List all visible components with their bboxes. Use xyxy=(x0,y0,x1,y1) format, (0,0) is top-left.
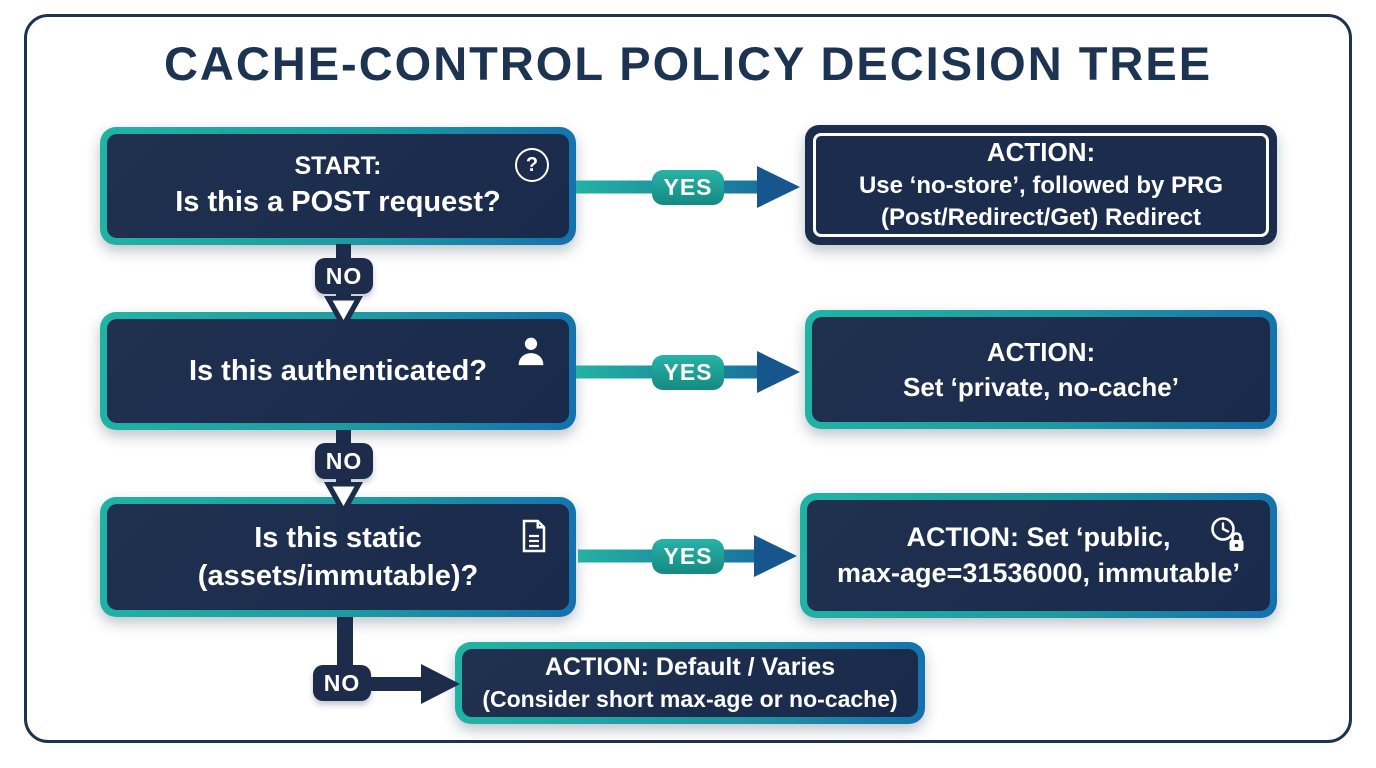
a3-prefix: ACTION: xyxy=(906,521,1019,552)
a1-prefix: ACTION: xyxy=(986,137,1096,168)
a1-line1: Use ‘no-store’, followed by PRG xyxy=(858,172,1224,200)
a2-line1: Set ‘private, no-cache’ xyxy=(903,371,1179,402)
node-a1-no-store: ACTION: Use ‘no-store’, followed by PRG … xyxy=(805,125,1277,245)
a4-line1: ACTION: Default / Varies xyxy=(545,651,835,684)
a3-line1-text: Set ‘public, xyxy=(1026,521,1171,552)
node-q2-authenticated: Is this authenticated? xyxy=(100,312,576,430)
node-a2-body: ACTION: Set ‘private, no-cache’ xyxy=(812,317,1270,422)
node-q3-static: Is this static (assets/immutable)? xyxy=(100,497,576,617)
person-icon xyxy=(513,333,549,375)
document-icon xyxy=(519,518,549,560)
a2-prefix: ACTION: xyxy=(986,337,1096,368)
a1-line2: (Post/Redirect/Get) Redirect xyxy=(880,204,1202,232)
q2-question: Is this authenticated? xyxy=(188,354,488,387)
q3-line1: Is this static xyxy=(254,521,422,554)
yes-badge-1: YES xyxy=(652,170,724,205)
node-a3-public-immutable: ACTION: Set ‘public, max-age=31536000, i… xyxy=(800,493,1277,618)
node-q2-body: Is this authenticated? xyxy=(107,319,569,423)
q1-question: Is this a POST request? xyxy=(175,186,501,219)
q1-prefix: START: xyxy=(294,152,382,181)
yes-badge-2: YES xyxy=(652,355,724,390)
node-q3-body: Is this static (assets/immutable)? xyxy=(107,504,569,610)
node-a2-private-no-cache: ACTION: Set ‘private, no-cache’ xyxy=(805,310,1277,429)
node-q1-post-request: START: Is this a POST request? ? xyxy=(100,127,576,245)
no-badge-1: NO xyxy=(315,258,373,294)
node-a4-default: ACTION: Default / Varies (Consider short… xyxy=(455,642,925,724)
q3-line2: (assets/immutable)? xyxy=(197,560,479,592)
no-badge-3: NO xyxy=(313,665,371,701)
yes-badge-3: YES xyxy=(652,539,724,574)
node-a3-body: ACTION: Set ‘public, max-age=31536000, i… xyxy=(807,500,1270,611)
a4-line1-text: Default / Varies xyxy=(655,653,836,682)
a4-prefix: ACTION: xyxy=(544,653,649,682)
node-q1-body: START: Is this a POST request? ? xyxy=(107,134,569,238)
question-mark-icon: ? xyxy=(515,148,549,182)
page-title: CACHE-CONTROL POLICY DECISION TREE xyxy=(163,37,1213,90)
clock-lock-icon xyxy=(1206,514,1250,564)
a3-line1: ACTION: Set ‘public, xyxy=(906,520,1170,556)
a4-line2: (Consider short max-age or no-cache) xyxy=(482,686,898,713)
node-a4-body: ACTION: Default / Varies (Consider short… xyxy=(462,649,918,717)
no-badge-2: NO xyxy=(315,443,373,479)
a3-line2: max-age=31536000, immutable’ xyxy=(837,557,1240,588)
